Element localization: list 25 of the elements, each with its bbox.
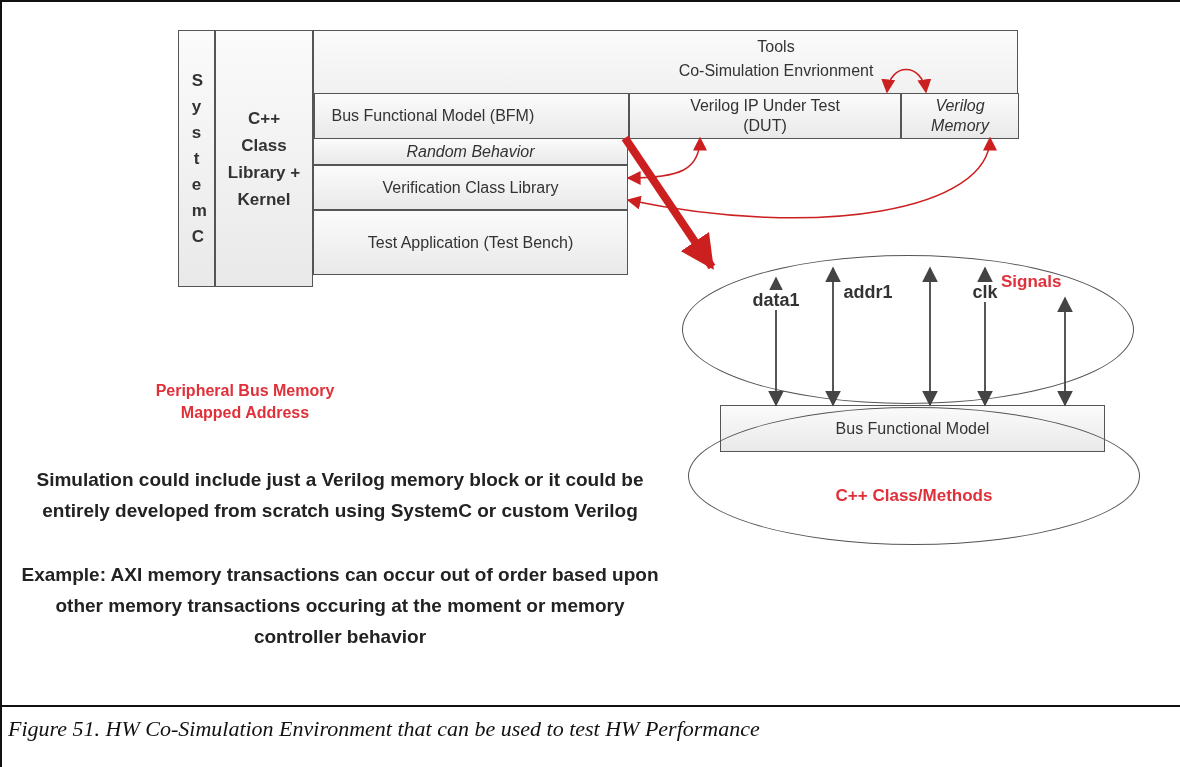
box-label: Test Application (Test Bench) [366, 232, 575, 253]
note-text: Peripheral Bus Memory Mapped Address [154, 381, 336, 423]
model-box [314, 93, 629, 139]
environment-box [313, 30, 1018, 138]
box-label: Verilog Memory [930, 96, 991, 136]
library-column [215, 30, 313, 287]
library-box [313, 165, 628, 210]
example-text: Example: AXI memory transactions can occur out of order based upon other memory transactions occuring at the moment or memory controller behavior [20, 563, 660, 649]
environment-subheading: Co-Simulation Envrionment [677, 61, 875, 81]
box-label: Random Behavior [406, 141, 535, 162]
vertical-label-column [178, 30, 215, 287]
box-label: Verification Class Library [381, 177, 560, 198]
ellipse-label: C++ Class/Methods [834, 486, 994, 506]
column-label: C++ Class Library + Kernel [226, 107, 302, 211]
device-box [629, 93, 901, 139]
figure-caption: Figure 51. HW Co-Simulation Environment that can be used to test HW Performance [8, 716, 760, 742]
description-text: Simulation could include just a Verilog memory block or it could be entirely developed from scratch using SystemC or custom Verilog [35, 468, 645, 523]
box-label: Bus Functional Model (BFM) [331, 106, 536, 126]
bar-label: Bus Functional Model [834, 418, 991, 439]
ellipse-label: Signals [1001, 272, 1062, 292]
box-label: Verilog IP Under Test (DUT) [690, 96, 840, 136]
memory-box [901, 93, 1019, 139]
environment-heading: Tools [756, 37, 796, 57]
behavior-box [313, 138, 628, 165]
test-bench-box [313, 210, 628, 275]
